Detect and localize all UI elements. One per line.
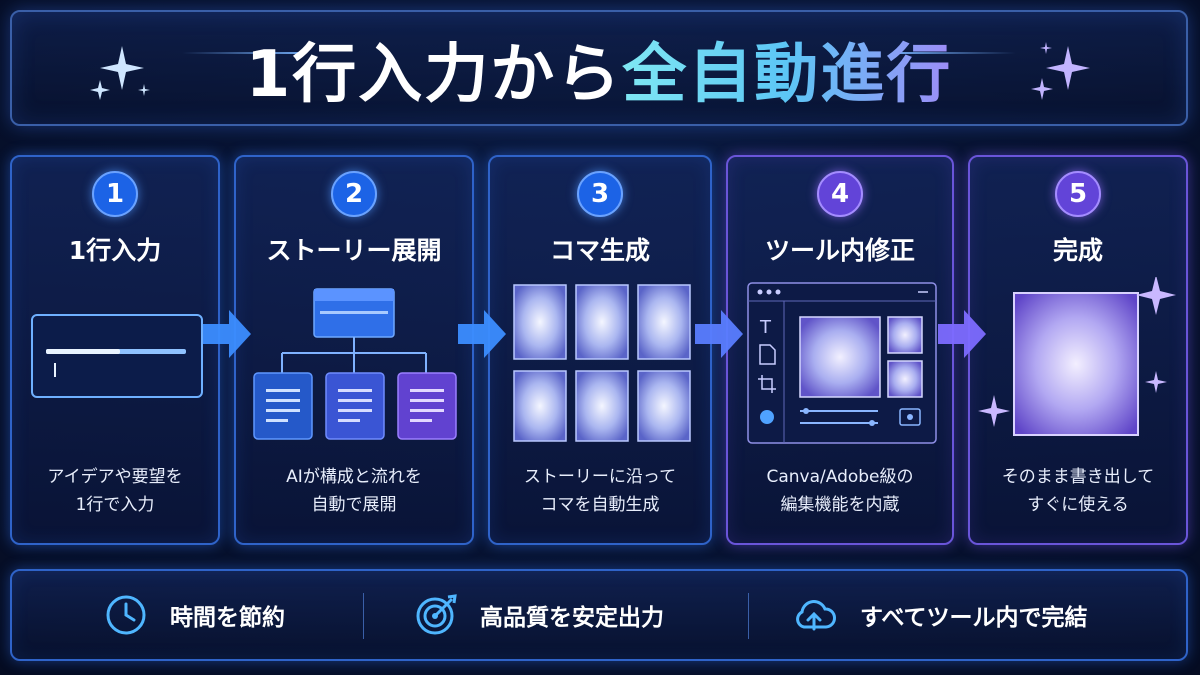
step-description-line: 自動で展開: [311, 495, 397, 515]
benefits-bar: 時間を節約 高品質を安定出力 すべてツール内で完結: [10, 569, 1188, 661]
arrow-right-icon: [203, 310, 251, 358]
sparkle-icon: [90, 46, 150, 100]
step-description-line: コマを自動生成: [540, 495, 660, 515]
step-description-line: ストーリーに沿って: [523, 467, 677, 487]
step-description: アイデアや要望を 1行で入力: [12, 463, 218, 519]
svg-text:T: T: [759, 317, 772, 338]
step-number-badge: 5: [1055, 171, 1101, 217]
arrow-right-icon: [938, 310, 986, 358]
step-description-line: そのまま書き出して: [1001, 467, 1155, 487]
step-card-2: 2 ストーリー展開 AIが構成と流れを 自動で展開: [234, 155, 474, 545]
page-title: 1行入力から全自動進行: [12, 38, 1186, 112]
title-panel: 1行入力から全自動進行: [10, 10, 1188, 126]
step-title: 1行入力: [68, 236, 162, 265]
text-input-illustration: [31, 314, 203, 398]
step-description-line: 1行で入力: [75, 495, 155, 515]
benefit-label: すべてツール内で完結: [860, 605, 1088, 631]
step-number-badge: 2: [331, 171, 377, 217]
sparkle-icon: [1031, 42, 1090, 100]
story-tree-illustration: [253, 288, 457, 440]
divider: [748, 593, 749, 639]
cloud-upload-icon: [796, 600, 836, 631]
benefit-label: 時間を節約: [170, 605, 285, 631]
step-description: そのまま書き出して すぐに使える: [970, 463, 1186, 519]
step-card-5: 5 完成 そのまま書き出して すぐに使える: [968, 155, 1188, 545]
finished-page-illustration: [978, 277, 1176, 436]
step-description-line: アイデアや要望を: [47, 467, 183, 487]
benefit-all-in-tool: すべてツール内で完結: [790, 571, 1087, 659]
target-icon: [416, 594, 457, 635]
arrow-right-icon: [695, 310, 743, 358]
editor-window-illustration: T: [747, 282, 937, 444]
clock-icon: [106, 595, 146, 635]
benefit-quality: 高品質を安定出力: [414, 571, 664, 659]
step-title: コマ生成: [549, 236, 650, 265]
benefit-label: 高品質を安定出力: [480, 605, 664, 631]
title-part2: 全自動進行: [622, 38, 953, 112]
title-part1: 1行入力から: [245, 38, 623, 112]
step-title: 完成: [1052, 236, 1103, 265]
step-number-badge: 1: [92, 171, 138, 217]
step-description-line: すぐに使える: [1027, 495, 1129, 515]
step-title: ツール内修正: [764, 236, 915, 265]
step-number-badge: 3: [577, 171, 623, 217]
step-card-4: 4 ツール内修正 T Canva/Adobe級の 編集機能を内: [726, 155, 954, 545]
step-title: ストーリー展開: [266, 236, 442, 265]
step-description: ストーリーに沿って コマを自動生成: [490, 463, 710, 519]
step-card-3: 3 コマ生成 ストーリーに沿って コマを自動生成: [488, 155, 712, 545]
manga-panels-illustration: [513, 284, 691, 442]
step-number-badge: 4: [817, 171, 863, 217]
step-description-line: 編集機能を内蔵: [780, 495, 900, 515]
step-card-1: 1 1行入力 アイデアや要望を 1行で入力: [10, 155, 220, 545]
title-left-line: [182, 52, 302, 54]
benefit-time: 時間を節約: [104, 571, 285, 659]
step-description-line: AIが構成と流れを: [286, 467, 422, 487]
divider: [363, 593, 364, 639]
step-description: Canva/Adobe級の 編集機能を内蔵: [728, 463, 952, 519]
arrow-right-icon: [458, 310, 506, 358]
step-description: AIが構成と流れを 自動で展開: [236, 463, 472, 519]
step-description-line: Canva/Adobe級の: [766, 467, 914, 487]
